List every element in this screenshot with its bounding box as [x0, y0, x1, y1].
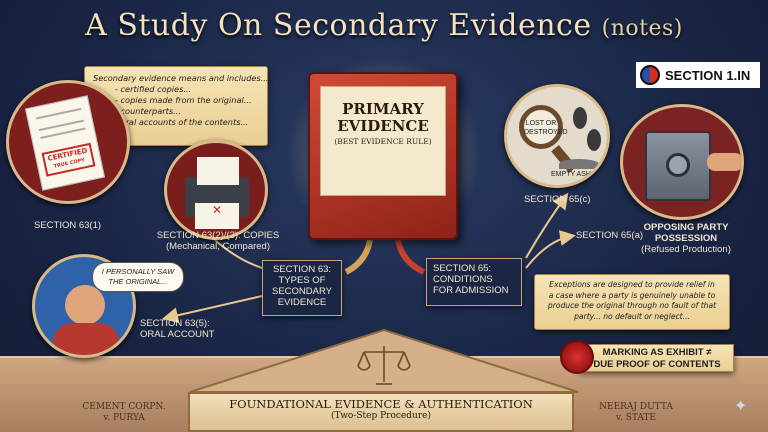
arrow-to-s63-5 [162, 295, 263, 324]
label-s63-5: SECTION 63(5): ORAL ACCOUNT [140, 318, 215, 340]
book-subtitle: (BEST EVIDENCE RULE) [334, 137, 432, 146]
sparkle-icon: ✦ [734, 396, 748, 415]
exceptions-note: Exceptions are designed to provide relie… [534, 274, 730, 330]
person-head-icon [65, 285, 105, 325]
scales-icon [357, 346, 411, 385]
note-line: Secondary evidence means and includes... [93, 73, 269, 83]
certified-copy-illustration: CERTIFIED TRUE COPY [6, 80, 130, 204]
foundation-title: FOUNDATIONAL EVIDENCE & AUTHENTICATION [229, 397, 533, 411]
oral-account-illustration [32, 254, 136, 358]
arrow-to-s65a [525, 230, 576, 269]
title-main: A Study On Secondary Evidence [85, 8, 592, 43]
document-icon: CERTIFIED TRUE COPY [24, 95, 106, 191]
site-logo[interactable]: SECTION 1.IN [636, 62, 760, 88]
section-63-box: SECTION 63: TYPES OF SECONDARY EVIDENCE [262, 260, 342, 316]
label-s63-1: SECTION 63(1) [34, 220, 102, 231]
label-s65c: SECTION 65(c) [524, 194, 591, 205]
label-s63-2-3: SECTION 63(2)/(3): COPIES (Mechanical, C… [156, 230, 280, 252]
note-line: - certified copies... [115, 84, 192, 94]
section-65-box: SECTION 65: CONDITIONS FOR ADMISSION [426, 258, 522, 306]
ashes-icon [559, 159, 599, 169]
logo-text: SECTION 1.IN [665, 67, 751, 83]
lost-destroyed-illustration: LOST OR DESTROYED EMPTY ASHES [504, 84, 610, 188]
note-line: - oral accounts of the contents... [115, 117, 249, 127]
book-title-line2: EVIDENCE [337, 117, 429, 135]
title-sub: (notes) [601, 16, 683, 41]
note-line: - counterparts... [115, 106, 181, 116]
label-s65a: SECTION 65(a) [576, 230, 644, 241]
printer-copies-illustration: ✕ [164, 140, 268, 240]
arrow-to-s65c [525, 192, 569, 259]
safe-dial-icon [666, 153, 690, 177]
logo-mark-icon [640, 65, 660, 85]
footprint-icon [573, 107, 587, 129]
safe-possession-illustration [620, 104, 744, 220]
marking-exhibit-box: MARKING AS EXHIBIT ≠ DUE PROOF OF CONTEN… [580, 344, 734, 372]
book-cover-panel: PRIMARY EVIDENCE (BEST EVIDENCE RULE) [320, 86, 446, 196]
case-citation-left: CEMENT CORPN. v. PURYA [82, 402, 166, 423]
label-opposing-party: OPPOSING PARTY POSSESSION (Refused Produ… [641, 222, 731, 255]
wax-seal-icon [560, 340, 594, 374]
cross-mark-icon: ✕ [195, 203, 239, 229]
ashes-label: EMPTY ASHES [551, 171, 601, 178]
page-title: A Study On Secondary Evidence (notes) [0, 8, 768, 43]
book-title-line1: PRIMARY [342, 100, 424, 118]
person-body-icon [53, 323, 119, 355]
speech-bubble: I PERSONALLY SAW THE ORIGINAL... [92, 262, 184, 292]
case-citation-right: NEERAJ DUTTA v. STATE [599, 402, 673, 423]
footprint-icon [587, 129, 601, 151]
paper-icon [197, 157, 239, 185]
hand-icon [707, 153, 741, 171]
magnifier-icon: LOST OR DESTROYED [519, 105, 568, 149]
safe-icon [645, 131, 711, 201]
foundation-panel: FOUNDATIONAL EVIDENCE & AUTHENTICATION (… [188, 392, 574, 432]
note-line: - copies made from the original... [115, 95, 252, 105]
foundation-subtitle: (Two-Step Procedure) [331, 411, 431, 421]
certified-stamp: CERTIFIED TRUE COPY [41, 142, 96, 177]
